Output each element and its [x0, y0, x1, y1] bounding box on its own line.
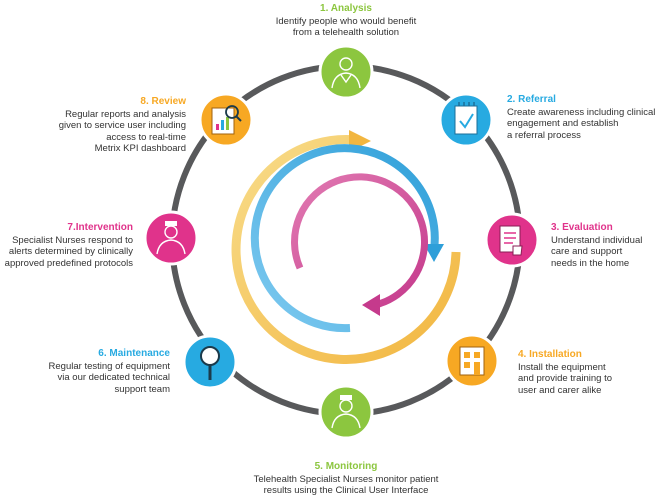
step-desc-line: engagement and establish: [507, 118, 619, 129]
step-desc-line: needs in the home: [551, 257, 630, 269]
step-title: 2. Referral: [507, 94, 556, 105]
step-desc-line: access to real-time: [106, 131, 186, 143]
step-desc-line: Create awareness including clinical: [507, 106, 656, 118]
step-monitoring: 5. Monitoring Telehealth Specialist Nurs…: [196, 461, 496, 497]
report-chart-icon: [211, 105, 242, 135]
yellow-arc: [231, 134, 461, 364]
house-icon: [459, 346, 485, 376]
step-review-node: [198, 92, 254, 148]
step-installation: 4. Installation Install the equipment an…: [518, 349, 666, 396]
step-desc-line: given to service user including: [58, 120, 186, 131]
nurse-icon: [331, 395, 361, 429]
step-desc-line: Identify people who would benefit: [275, 15, 417, 27]
step-monitoring-node: [318, 384, 374, 440]
person-icon: [331, 57, 361, 89]
step-desc-line: user and carer alike: [518, 384, 602, 396]
step-evaluation-node: [484, 212, 540, 268]
step-evaluation: 3. Evaluation Understand individual care…: [551, 222, 667, 269]
step-desc-line: a referral process: [507, 129, 581, 141]
step-desc-line: Telehealth Specialist Nurses monitor pat…: [253, 473, 439, 485]
step-referral: 2. Referral Create awareness including c…: [507, 94, 667, 141]
step-intervention-node: [143, 210, 199, 266]
step-desc-line: from a telehealth solution: [292, 27, 400, 38]
step-title: 4. Installation: [518, 349, 582, 360]
pink-arc: [291, 173, 429, 309]
step-desc-line: Understand individual: [551, 234, 643, 246]
step-desc-line: Install the equipment: [518, 361, 606, 373]
step-desc-line: Regular testing of equipment: [48, 360, 170, 372]
step-title: 6. Maintenance: [98, 348, 170, 359]
notepad-icon: [454, 102, 478, 135]
step-installation-node: [444, 333, 500, 389]
step-maintenance-node: [182, 334, 238, 390]
step-title: 7.Intervention: [67, 222, 133, 233]
step-desc-line: results using the Clinical User Interfac…: [263, 485, 429, 496]
blue-arrowhead: [424, 244, 444, 262]
step-desc-line: Regular reports and analysis: [65, 108, 186, 120]
step-desc-line: care and support: [551, 246, 623, 257]
pink-arrowhead: [362, 294, 380, 316]
step-desc-line: Metrix KPI dashboard: [94, 143, 186, 154]
step-analysis-node: [318, 44, 374, 100]
magnifier-icon: [200, 346, 220, 380]
step-referral-node: [438, 92, 494, 148]
step-maintenance: 6. Maintenance Regular testing of equipm…: [14, 348, 170, 395]
clipboard-hand-icon: [499, 225, 523, 256]
step-desc-line: alerts determined by clinically: [8, 246, 133, 257]
step-desc-line: Specialist Nurses respond to: [12, 234, 133, 246]
nurse-icon: [156, 221, 186, 255]
step-desc-line: via our dedicated technical: [57, 372, 171, 383]
step-title: 1. Analysis: [320, 3, 372, 14]
step-intervention: 7.Intervention Specialist Nurses respond…: [2, 222, 133, 269]
step-desc-line: support team: [114, 383, 170, 395]
step-analysis: 1. Analysis Identify people who would be…: [236, 3, 456, 39]
step-title: 5. Monitoring: [314, 461, 378, 472]
step-title: 8. Review: [140, 96, 186, 107]
step-review: 8. Review Regular reports and analysis g…: [30, 96, 186, 155]
blue-arc: [250, 144, 439, 333]
center-swirl: [231, 130, 461, 364]
step-desc-line: and provide training to: [518, 373, 613, 384]
step-title: 3. Evaluation: [551, 222, 613, 233]
step-desc-line: approved predefined protocols: [4, 257, 133, 269]
